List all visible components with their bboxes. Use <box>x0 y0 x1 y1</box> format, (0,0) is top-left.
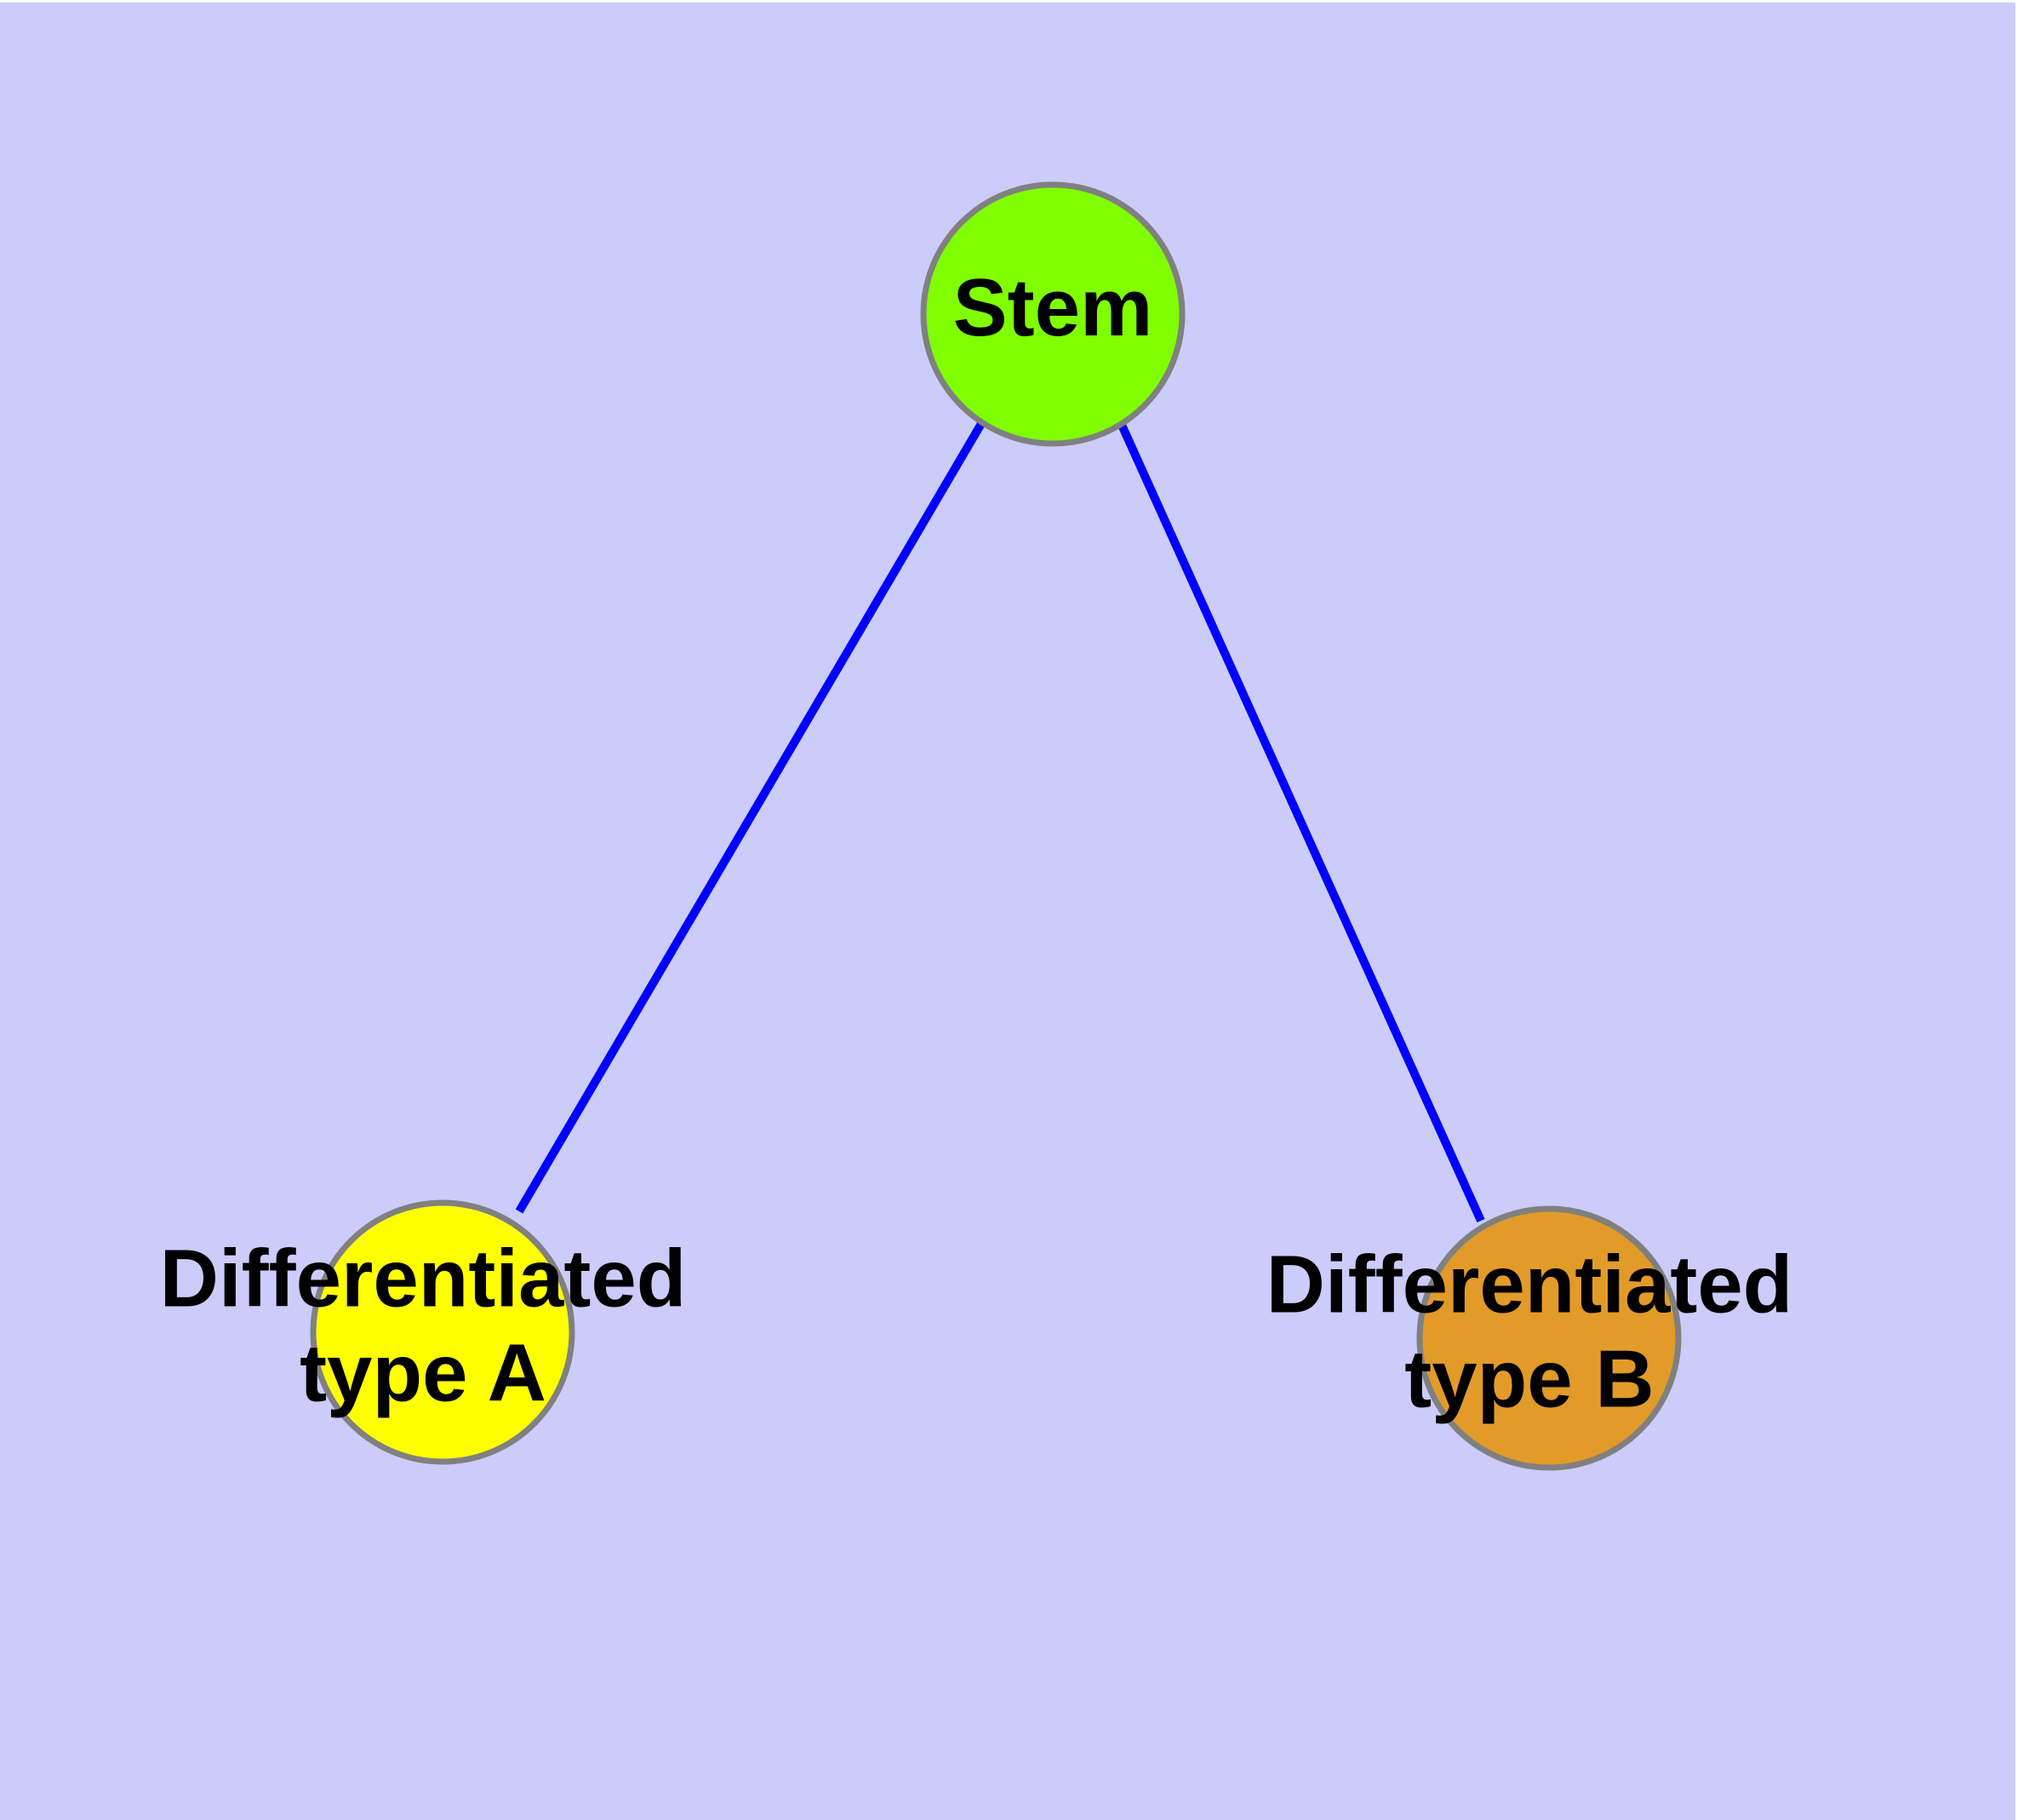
node-label-line: Differentiated <box>1266 1239 1793 1331</box>
node-label-stem: Stem <box>953 262 1153 353</box>
graph-node-diff-a[interactable] <box>310 1199 575 1465</box>
node-label-line: Stem <box>953 262 1153 353</box>
edges-layer <box>515 420 1485 1223</box>
graph-node-diff-b[interactable] <box>1416 1205 1682 1471</box>
node-label-line: Differentiated <box>160 1233 687 1325</box>
node-label-line: type B <box>1404 1334 1654 1425</box>
graph-node-stem[interactable] <box>920 181 1186 447</box>
node-label-line: type A <box>300 1328 546 1419</box>
nodes-layer <box>310 181 1682 1471</box>
graph-edge-stem-to-diff-b[interactable] <box>1117 421 1485 1223</box>
graph-edge-stem-to-diff-a[interactable] <box>515 420 986 1214</box>
